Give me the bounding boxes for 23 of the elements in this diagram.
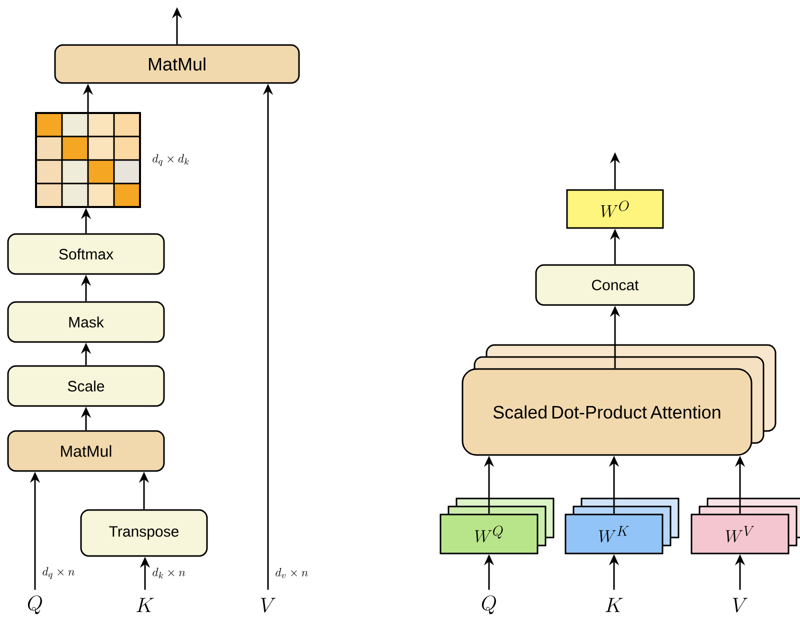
operation-box: MatMul xyxy=(54,44,300,84)
edge-label: $d_v \times n$ xyxy=(274,566,310,580)
input-symbol: $Q$ xyxy=(482,595,496,614)
weight-box-stack: $W^{Q}$ xyxy=(440,498,554,554)
input-symbol: $V$ xyxy=(260,598,276,613)
operation-box: Concat xyxy=(535,264,695,306)
heatmap-drawing xyxy=(35,112,141,208)
input-symbol: $K$ xyxy=(606,598,623,612)
weight-box-stack: $W^{V}$ xyxy=(690,498,800,554)
operation-box: MatMul xyxy=(7,430,165,472)
operation-box: Scale xyxy=(7,365,165,407)
attention-box-stack: Scaled Dot-Product Attention xyxy=(462,344,776,456)
input-symbol: $V$ xyxy=(732,598,748,613)
input-symbol: $K$ xyxy=(136,598,154,612)
operation-box: Mask xyxy=(7,301,165,343)
weight-box-stack: $W^{K}$ xyxy=(564,498,680,554)
operation-box: Softmax xyxy=(7,233,165,275)
edge-label: $d_q \times n$ xyxy=(41,566,76,580)
dimension-label: $d_q \times d_k$ xyxy=(152,154,189,166)
operation-box: Transpose xyxy=(80,509,208,557)
edge-label: $d_k \times n$ xyxy=(151,566,187,580)
weight-box: $W^{O}$ xyxy=(566,189,664,229)
input-symbol: $Q$ xyxy=(28,595,42,614)
